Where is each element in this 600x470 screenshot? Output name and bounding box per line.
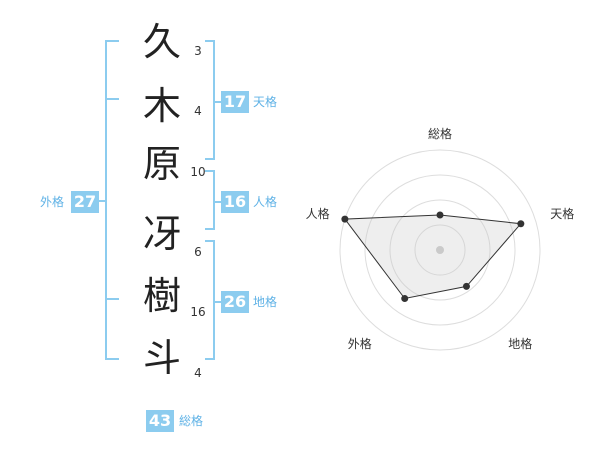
chikaku-bracket-bottom	[205, 358, 215, 360]
radar-axis-label-5: 人格	[306, 206, 330, 221]
jinkaku-label: 人格	[253, 195, 278, 209]
outer-bracket-tick	[105, 298, 119, 300]
radar-point-4	[401, 295, 409, 303]
stroke-count-4: 6	[194, 245, 202, 259]
soukaku-label: 総格	[179, 414, 204, 428]
radar-point-1	[436, 211, 444, 219]
jinkaku-value-badge: 16	[221, 191, 249, 213]
tenkaku-bracket-connector	[213, 101, 221, 103]
radar-ring	[364, 174, 516, 326]
radar-axis-label-3: 地格	[508, 336, 532, 351]
stroke-count-5: 16	[190, 305, 206, 319]
tenkaku-bracket	[213, 40, 215, 160]
chikaku-bracket-connector	[213, 301, 221, 303]
stroke-count-6: 4	[194, 366, 202, 380]
radar-point-2	[517, 220, 525, 228]
name-char-2: 木	[142, 84, 181, 128]
radar-ring	[389, 199, 491, 301]
name-char-6: 斗	[142, 336, 181, 380]
jinkaku-bracket-top	[205, 170, 215, 172]
radar-axis-label-2: 天格	[550, 206, 574, 221]
tenkaku-bracket-bottom	[205, 158, 215, 160]
name-char-5: 樹	[142, 274, 181, 318]
gaikaku-value-badge: 27	[71, 191, 99, 213]
radar-ring	[414, 224, 466, 276]
jinkaku-bracket-connector	[213, 201, 221, 203]
outer-bracket-connector	[99, 200, 107, 202]
outer-bracket-top-tick	[105, 40, 119, 42]
radar-point-3	[462, 282, 470, 290]
radar-polygon	[343, 214, 522, 300]
soukaku-value-badge: 43	[146, 410, 174, 432]
outer-bracket-tick	[105, 98, 119, 100]
radar-point-5	[341, 215, 349, 223]
name-char-4: 冴	[142, 212, 181, 256]
stroke-count-3: 10	[190, 165, 206, 179]
radar-axis-label-4: 外格	[348, 336, 372, 351]
chikaku-bracket-top	[205, 240, 215, 242]
tenkaku-label: 天格	[253, 95, 278, 109]
jinkaku-bracket	[213, 170, 215, 230]
outer-bracket-bottom-tick	[105, 358, 119, 360]
gaikaku-label: 外格	[40, 195, 65, 209]
radar-ring	[339, 149, 541, 351]
stroke-count-2: 4	[194, 104, 202, 118]
jinkaku-bracket-bottom	[205, 228, 215, 230]
chikaku-bracket	[213, 240, 215, 360]
radar-center-dot	[436, 246, 444, 254]
chikaku-label: 地格	[253, 295, 278, 309]
name-char-1: 久	[142, 20, 181, 64]
radar-axis-label-1: 総格	[428, 126, 452, 141]
name-char-3: 原	[142, 142, 181, 186]
tenkaku-value-badge: 17	[221, 91, 249, 113]
tenkaku-bracket-top	[205, 40, 215, 42]
chikaku-value-badge: 26	[221, 291, 249, 313]
stroke-count-1: 3	[194, 44, 202, 58]
